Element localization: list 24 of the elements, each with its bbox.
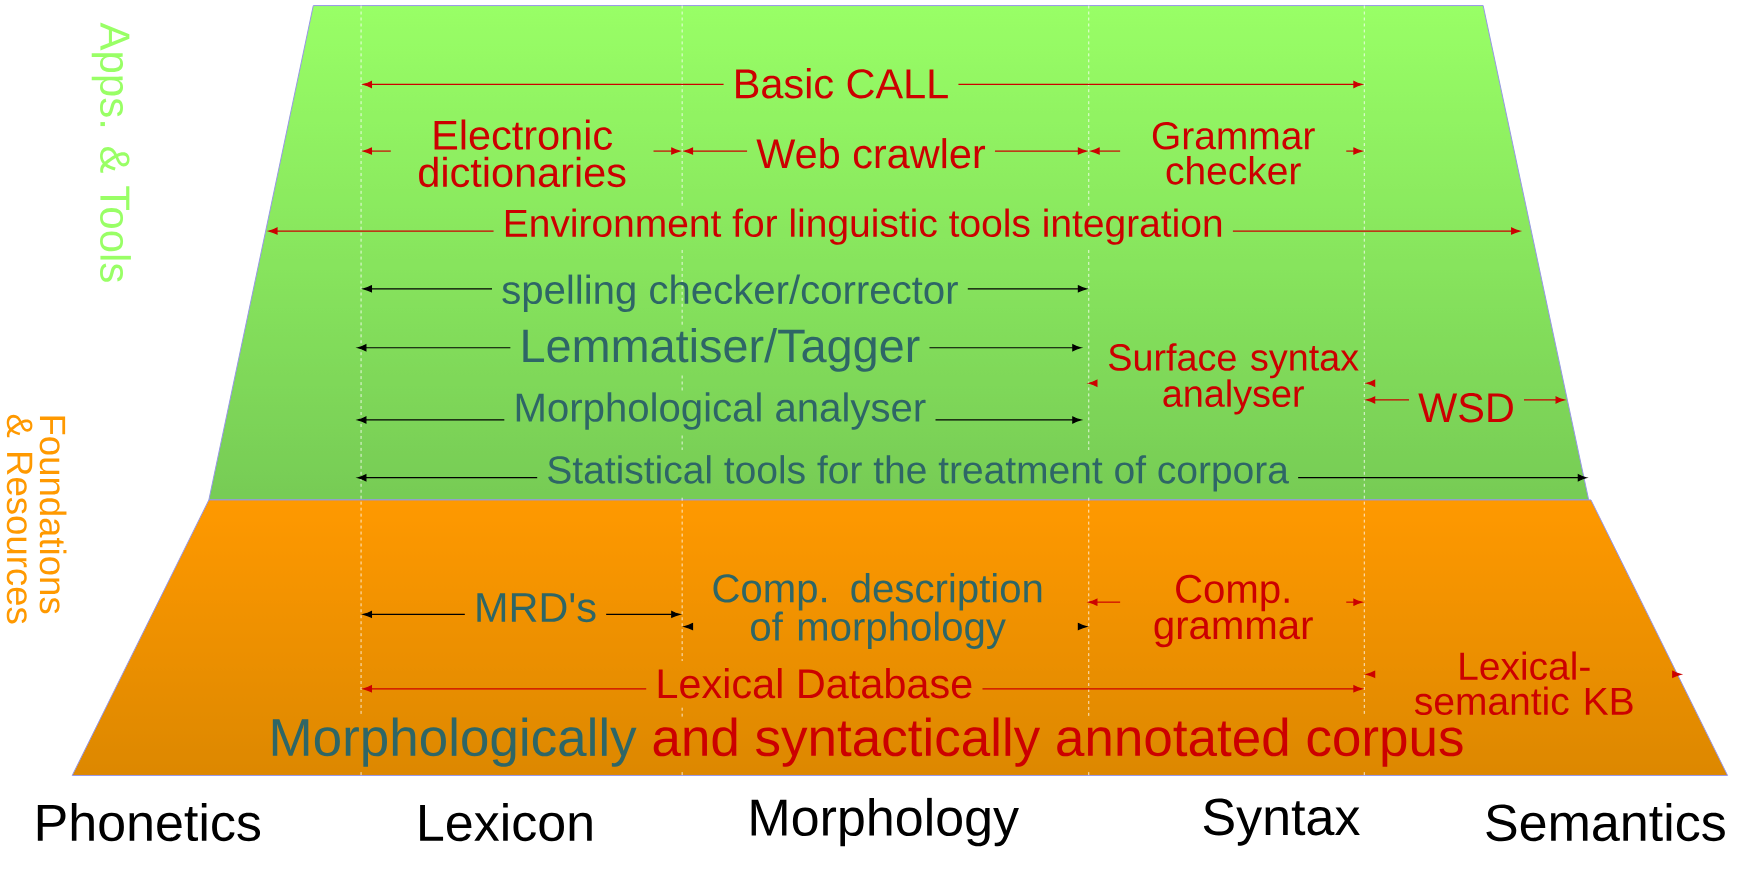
range-label: Lexical-semantic KB xyxy=(1414,651,1633,716)
node-label: Apps. & Tools xyxy=(91,22,131,283)
range-label: Web crawler xyxy=(756,138,985,169)
range-label: Basic CALL xyxy=(736,68,948,99)
range-label: Electronic dictionaries xyxy=(419,119,626,188)
range-label: Comp. grammar xyxy=(1154,575,1313,648)
range-label: Surface syntax analyser xyxy=(1109,343,1359,415)
range-label: spelling checker/corrector xyxy=(502,274,958,313)
range-label: Morphological analyser xyxy=(516,392,926,430)
range-label: Lemmatiser/Tagger xyxy=(523,328,920,372)
range-label: Lexical Database xyxy=(658,668,972,699)
column-label: Phonetics xyxy=(37,803,261,842)
range-label: WSD xyxy=(1418,393,1513,423)
column-label: Morphology xyxy=(751,798,1019,847)
column-label: Syntax xyxy=(1203,798,1360,846)
column-label: Lexicon xyxy=(420,803,592,842)
range-label: Morphologically and syntactically annotated corpus xyxy=(272,717,1463,768)
range-label: Comp. description of morphology xyxy=(713,573,1042,650)
range-label: Grammar checker xyxy=(1152,122,1315,185)
node-label: Foundations & Resources xyxy=(6,414,67,624)
column-label: Semantics xyxy=(1486,803,1725,842)
range-label: Environment for linguistic tools integration xyxy=(505,208,1222,245)
range-label: Statistical tools for the treatment of corpora xyxy=(548,455,1289,492)
range-label: MRD's xyxy=(477,593,596,623)
